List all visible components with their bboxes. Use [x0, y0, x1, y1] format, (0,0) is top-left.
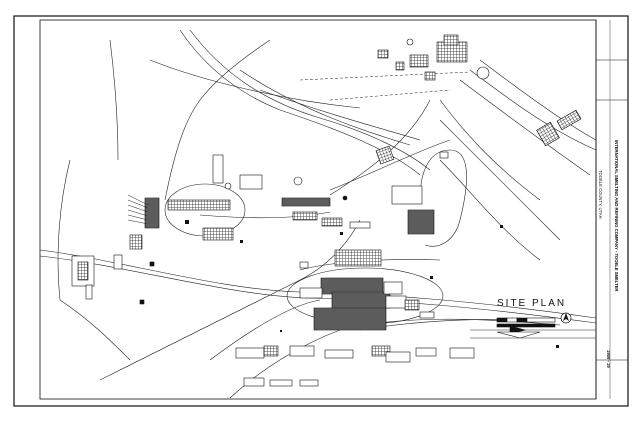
outer-border — [13, 15, 629, 407]
railroad-tracks — [39, 29, 597, 399]
left-structures — [71, 197, 160, 305]
scale-bar — [496, 317, 556, 339]
scattered-marks — [185, 220, 559, 348]
drawing-location: TOOELE COUNTY, UTAH — [598, 170, 603, 219]
mill-complex — [377, 34, 490, 81]
drawing-title: SITE PLAN — [497, 298, 567, 309]
smelter — [299, 249, 420, 331]
company-name: INTERNATIONAL SMELTING AND REFINING COMP… — [614, 140, 619, 292]
inner-border — [39, 19, 597, 400]
title-block: INTERNATIONAL SMELTING AND REFINING COMP… — [597, 20, 627, 400]
central-buildings — [167, 145, 395, 241]
drawing-years: 1909 - 19 — [606, 350, 611, 368]
lower-buildings — [235, 311, 475, 387]
north-arrow-icon — [560, 312, 572, 324]
east-buildings — [391, 151, 449, 235]
right-building — [536, 109, 582, 147]
aerial-tram-line — [299, 71, 471, 101]
conveyor-lines — [127, 194, 149, 225]
